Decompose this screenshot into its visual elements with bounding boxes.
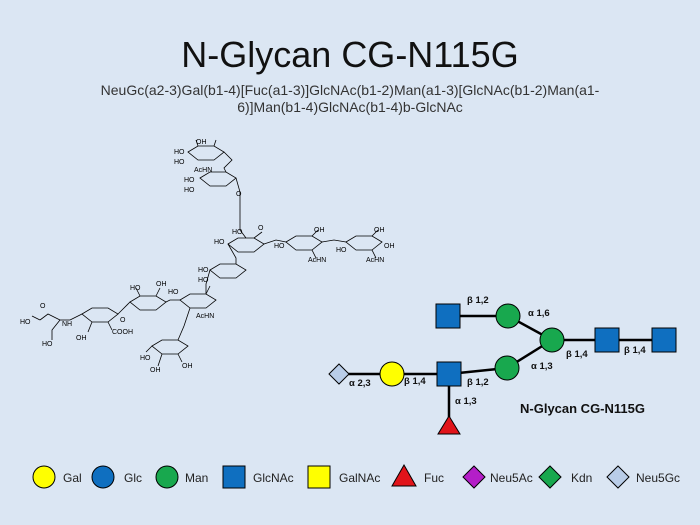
fuc-triangle-icon xyxy=(391,463,417,487)
legend-item-glcnac: GlcNAc xyxy=(222,465,294,489)
legend-item-man: Man xyxy=(155,465,208,489)
atom-label: HO xyxy=(184,177,195,184)
galactose-circle xyxy=(379,361,405,387)
legend-label: Glc xyxy=(124,471,142,485)
atom-label: OH xyxy=(150,367,161,374)
atom-label: HO xyxy=(198,277,209,284)
linkage-label: α 1,3 xyxy=(531,361,553,372)
atom-label: O xyxy=(258,225,264,232)
legend-label: Neu5Ac xyxy=(490,471,533,485)
atom-label: HO xyxy=(214,239,225,246)
atom-label: AcHN xyxy=(308,257,326,264)
atom-label: HO xyxy=(174,159,185,166)
mannose-circle xyxy=(539,327,565,353)
atom-label: AcHN xyxy=(366,257,384,264)
atom-label: HO xyxy=(184,187,195,194)
legend-item-gal: Gal xyxy=(32,465,82,489)
atom-label: O xyxy=(40,303,46,310)
linkage-label: β 1,2 xyxy=(467,377,489,388)
legend-label: Man xyxy=(185,471,208,485)
legend-item-galnac: GalNAc xyxy=(307,465,380,489)
atom-label: NH xyxy=(62,321,72,328)
atom-label: HO xyxy=(168,289,179,296)
legend-label: Neu5Gc xyxy=(636,471,680,485)
mannose-circle xyxy=(494,355,520,381)
atom-label: HO xyxy=(130,285,141,292)
page-title: N-Glycan CG-N115G xyxy=(181,34,519,75)
atom-label: HO xyxy=(174,149,185,156)
linkage-label: β 1,4 xyxy=(566,349,588,360)
atom-label: HO xyxy=(274,243,285,250)
legend-label: Kdn xyxy=(571,471,592,485)
fucose-triangle xyxy=(437,415,461,435)
atom-label: HO xyxy=(42,341,53,348)
glcnac-square xyxy=(651,327,677,353)
mannose-circle xyxy=(495,303,521,329)
man-circle-icon xyxy=(155,465,179,489)
atom-label: HO xyxy=(140,355,151,362)
atom-label: OH xyxy=(156,281,167,288)
legend-item-kdn: Kdn xyxy=(538,465,592,489)
legend-label: Gal xyxy=(63,471,82,485)
galnac-square-icon xyxy=(307,465,331,489)
legend-item-neu5gc: Neu5Gc xyxy=(606,465,680,489)
kdn-diamond-icon xyxy=(538,465,562,489)
linkage-label: α 2,3 xyxy=(349,378,371,389)
atom-label: OH xyxy=(384,243,395,250)
neu5gc-diamond xyxy=(328,363,350,385)
atom-label: O xyxy=(236,191,242,198)
chemical-structure xyxy=(31,139,383,367)
legend-item-neu5ac: Neu5Ac xyxy=(462,465,533,489)
atom-label: OH xyxy=(196,139,207,146)
glc-circle-icon xyxy=(91,465,115,489)
legend-item-glc: Glc xyxy=(91,465,142,489)
neu5gc-diamond-icon xyxy=(606,465,630,489)
atom-label: OH xyxy=(314,227,325,234)
cartoon-title: N-Glycan CG-N115G xyxy=(520,401,645,416)
legend-label: GlcNAc xyxy=(253,471,294,485)
linkage-label: α 1,6 xyxy=(528,308,550,319)
atom-label: HO xyxy=(336,247,347,254)
legend: Gal Glc Man GlcNAc GalNAc Fuc xyxy=(32,463,680,489)
linkage-label: α 1,3 xyxy=(455,396,477,407)
atom-label: HO xyxy=(232,229,243,236)
iupac-name: NeuGc(a2-3)Gal(b1-4)[Fuc(a1-3)]GlcNAc(b1… xyxy=(60,82,640,116)
legend-item-fuc: Fuc xyxy=(391,463,444,487)
neu5ac-diamond-icon xyxy=(462,465,486,489)
iupac-line-1: NeuGc(a2-3)Gal(b1-4)[Fuc(a1-3)]GlcNAc(b1… xyxy=(100,82,600,98)
glcnac-square xyxy=(436,361,462,387)
glycan-cartoon: β 1,2 α 1,6 β 1,4 β 1,4 α 1,3 β 1,2 β 1,… xyxy=(328,295,677,435)
glcnac-square xyxy=(435,303,461,329)
atom-label: AcHN xyxy=(196,313,214,320)
atom-label: AcHN xyxy=(194,167,212,174)
atom-label: OH xyxy=(374,227,385,234)
atom-label: COOH xyxy=(112,329,133,336)
atom-label: HO xyxy=(20,319,31,326)
atom-label: O xyxy=(120,317,126,324)
atom-label: OH xyxy=(182,363,193,370)
linkage-label: β 1,4 xyxy=(404,376,426,387)
iupac-line-2: 6)]Man(b1-4)GlcNAc(b1-4)b-GlcNAc xyxy=(237,99,463,115)
atom-label: HO xyxy=(198,267,209,274)
linkage-label: β 1,2 xyxy=(467,295,489,306)
linkage-label: β 1,4 xyxy=(624,345,646,356)
glcnac-square-icon xyxy=(222,465,246,489)
legend-label: Fuc xyxy=(424,471,444,485)
gal-circle-icon xyxy=(32,465,56,489)
chemical-structure-labels: HO HO OH AcHN HO HO O HO HO O HO OH AcHN… xyxy=(20,139,395,374)
legend-label: GalNAc xyxy=(339,471,380,485)
atom-label: OH xyxy=(76,335,87,342)
glcnac-square xyxy=(594,327,620,353)
